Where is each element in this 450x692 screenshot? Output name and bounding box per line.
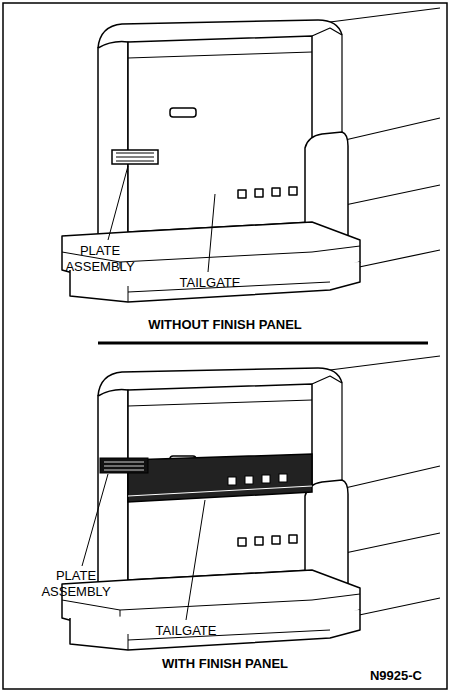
part-label: PLATE ASSEMBLY	[58, 243, 142, 275]
figure-number: N9925-C	[370, 668, 422, 684]
part-label: TAILGATE	[180, 275, 241, 291]
part-label: TAILGATE	[156, 623, 217, 639]
panel-caption: WITH FINISH PANEL	[162, 656, 288, 672]
panel-caption: WITHOUT FINISH PANEL	[148, 317, 302, 333]
part-label: PLATE ASSEMBLY	[34, 568, 118, 600]
